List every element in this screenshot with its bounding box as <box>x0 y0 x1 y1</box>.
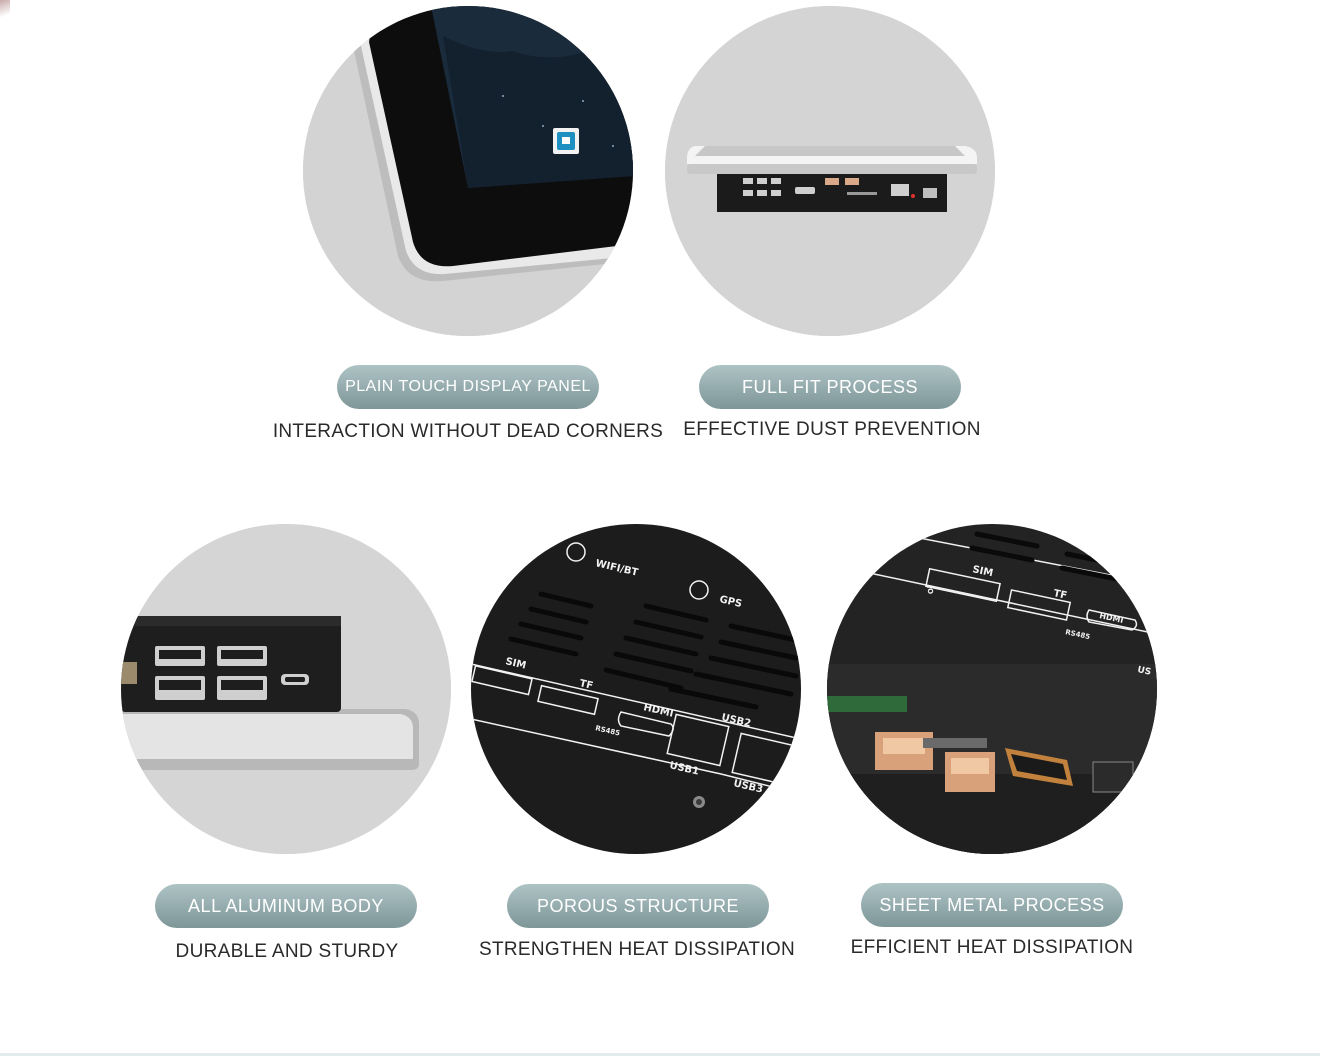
tablet-corner-closeup-image <box>303 6 633 336</box>
gps-label: GPS <box>718 594 743 610</box>
usb-ports-closeup-image <box>121 524 451 854</box>
io-label: IO <box>925 585 934 595</box>
aluminum-caption: DURABLE AND STURDY <box>175 941 399 962</box>
porous-caption: STRENGTHEN HEAT DISSIPATION <box>478 939 795 960</box>
plain-touch-caption: INTERACTION WITHOUT DEAD CORNERS <box>272 421 664 442</box>
corner-decoration <box>0 0 10 22</box>
full-fit-badge: FULL FIT PROCESS <box>699 365 961 409</box>
panel-pc-side-view-image <box>665 6 995 336</box>
tf-label: TF <box>578 678 594 692</box>
porous-badge: POROUS STRUCTURE <box>507 884 769 928</box>
bottom-divider <box>0 1053 1320 1056</box>
aluminum-badge: ALL ALUMINUM BODY <box>155 884 417 928</box>
vented-back-panel-image: WIFI/BT GPS SIM TF HDMI USB2 USB1 USB3 R… <box>471 524 801 854</box>
usb-label: US <box>1136 665 1152 678</box>
sim-label-2: SIM <box>971 564 994 579</box>
sim-label: SIM <box>504 656 527 671</box>
io-ports-closeup-image: SIM TF HDMI IO RS485 US <box>827 524 1157 854</box>
full-fit-caption: EFFECTIVE DUST PREVENTION <box>683 419 981 440</box>
sheet-metal-caption: EFFICIENT HEAT DISSIPATION <box>850 937 1134 958</box>
sheet-metal-badge: SHEET METAL PROCESS <box>861 883 1123 927</box>
tf-label-2: TF <box>1052 588 1068 602</box>
plain-touch-badge: PLAIN TOUCH DISPLAY PANEL <box>337 365 599 409</box>
